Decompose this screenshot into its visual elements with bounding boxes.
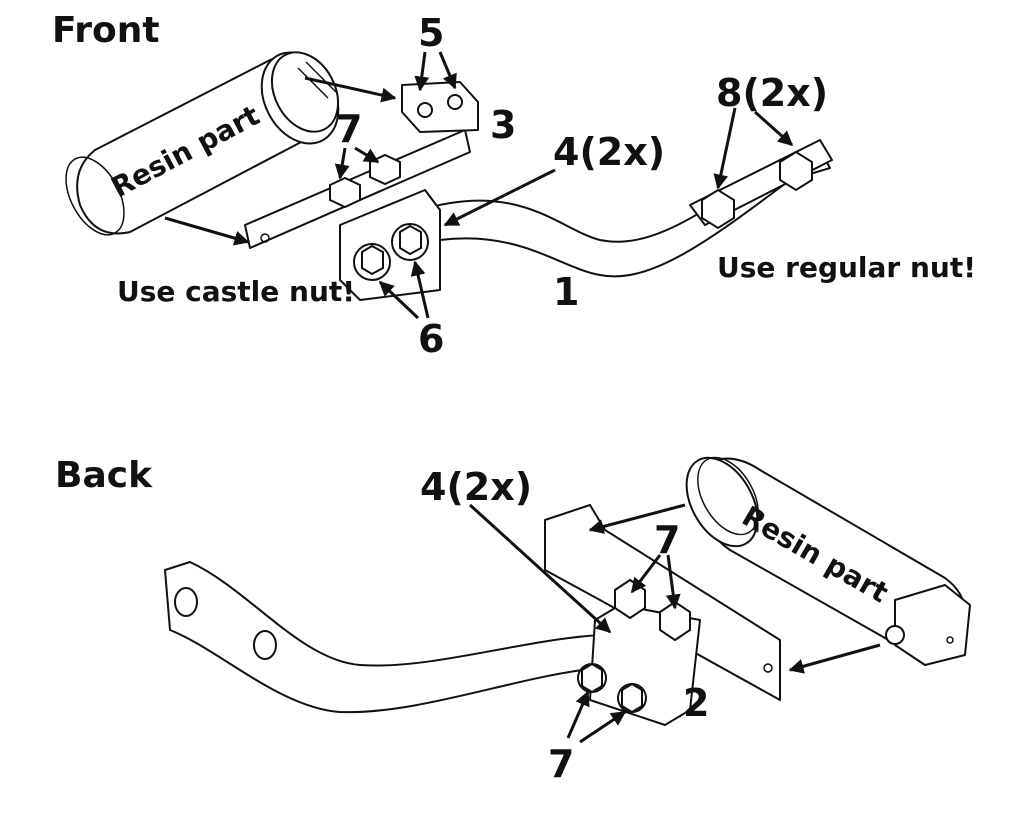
front-label-5: 5 bbox=[418, 11, 444, 55]
front-nut-8a bbox=[701, 188, 735, 230]
front-label-1: 1 bbox=[553, 270, 579, 314]
back-long-plate bbox=[544, 504, 781, 701]
front-nut-8b bbox=[779, 150, 813, 192]
front-label-3: 3 bbox=[490, 103, 516, 147]
back-title: Back bbox=[55, 455, 153, 496]
front-bracket-3 bbox=[401, 81, 479, 133]
front-resin-part: Resin part bbox=[65, 51, 340, 236]
back-label-7-bottom: 7 bbox=[548, 742, 574, 786]
back-view: Back Resin part bbox=[55, 455, 971, 786]
front-label-8: 8(2x) bbox=[716, 71, 828, 115]
front-label-7: 7 bbox=[336, 107, 362, 151]
back-label-4: 4(2x) bbox=[420, 465, 532, 509]
back-label-7-top: 7 bbox=[654, 518, 680, 562]
front-label-6: 6 bbox=[418, 317, 444, 361]
front-title: Front bbox=[52, 10, 160, 51]
front-note-castle: Use castle nut! bbox=[117, 275, 355, 308]
front-view: Front Resin part bbox=[52, 10, 976, 361]
front-arm-1 bbox=[419, 149, 831, 278]
front-label-4: 4(2x) bbox=[553, 130, 665, 174]
back-label-2: 2 bbox=[683, 681, 709, 725]
front-note-regular: Use regular nut! bbox=[717, 251, 976, 284]
front-nut-7a bbox=[329, 176, 361, 209]
